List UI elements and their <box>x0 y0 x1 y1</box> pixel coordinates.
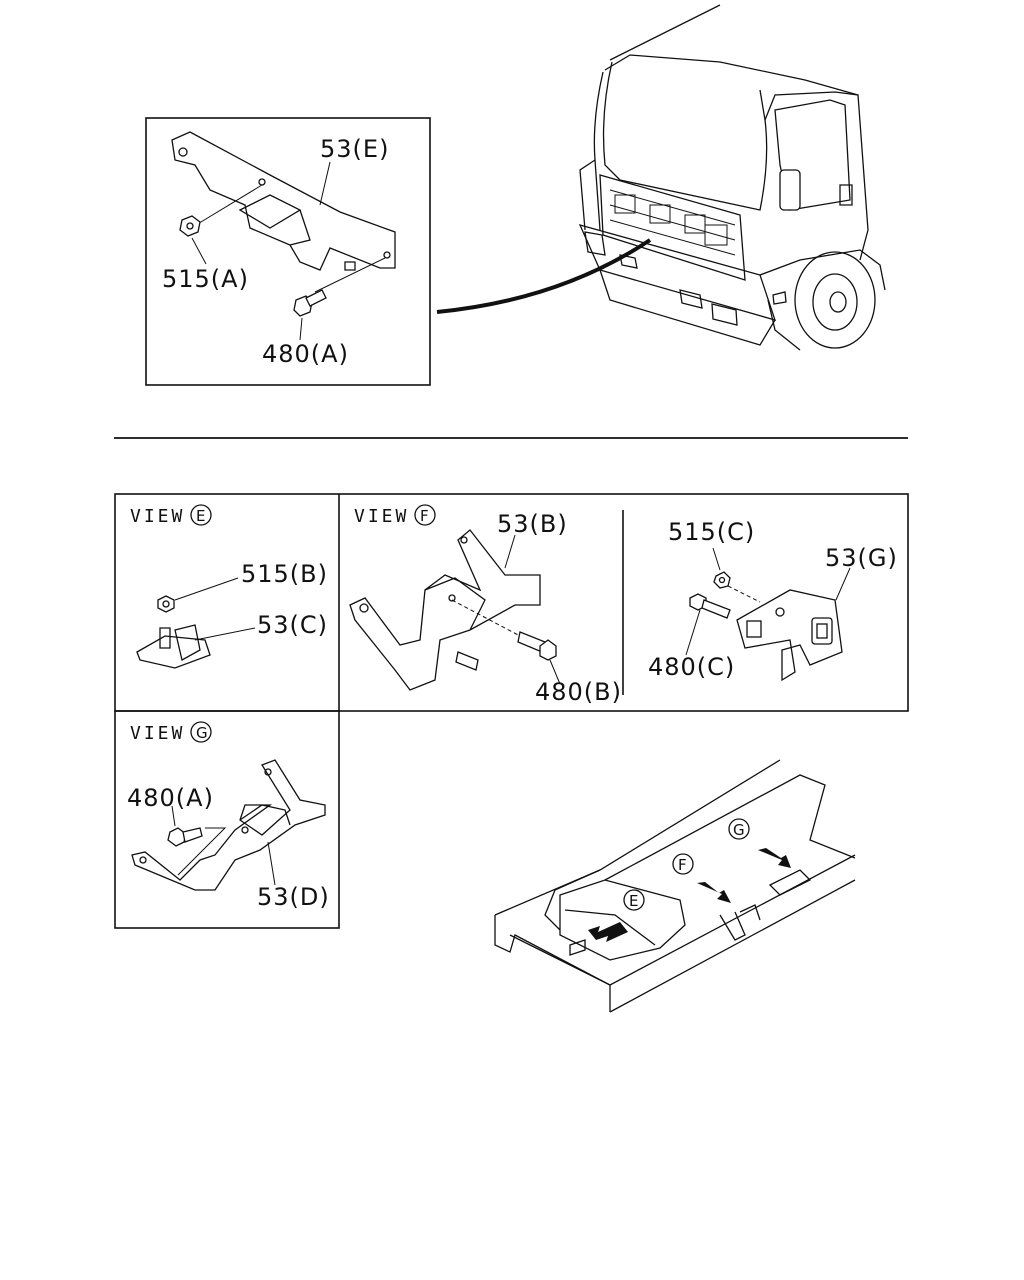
frame-marker-g: G <box>733 821 745 839</box>
chassis-frame-illustration <box>494 759 856 1013</box>
bolt-480b-drawing <box>451 599 557 661</box>
view-e-title: VIEW <box>130 506 185 527</box>
label-480a-view-g: 480(A) <box>127 784 214 812</box>
nut-515c-drawing <box>713 571 761 603</box>
bolt-480a-view-g-drawing <box>167 827 227 876</box>
bracket-53g-drawing <box>736 589 843 682</box>
bracket-53b-drawing <box>349 529 541 691</box>
label-480a-top: 480(A) <box>262 340 349 368</box>
view-g-box <box>114 710 340 929</box>
label-53c: 53(C) <box>257 611 328 639</box>
nut-515a-drawing <box>179 215 201 237</box>
bracket-53e-drawing <box>171 131 396 293</box>
label-53g: 53(G) <box>825 544 898 572</box>
label-515a: 515(A) <box>162 265 249 293</box>
view-g-marker: G <box>196 724 208 742</box>
view-f-title: VIEW <box>354 506 409 527</box>
label-515b: 515(B) <box>241 560 328 588</box>
view-e-circle-marker <box>190 504 212 526</box>
views-upper-row <box>114 493 909 712</box>
view-e-marker: E <box>196 507 205 525</box>
label-480b: 480(B) <box>535 678 622 706</box>
bolt-480a-drawing <box>293 289 327 317</box>
bracket-53c-drawing <box>136 624 211 669</box>
view-g-circle-marker <box>190 721 212 743</box>
view-f-circle-marker <box>414 504 436 526</box>
label-53d: 53(D) <box>257 883 330 911</box>
label-53b: 53(B) <box>497 510 568 538</box>
view-g-title: VIEW <box>130 723 185 744</box>
view-f-marker: F <box>420 507 429 525</box>
label-53e: 53(E) <box>320 135 389 163</box>
truck-cab-illustration <box>436 4 886 351</box>
frame-marker-e: E <box>629 892 638 910</box>
frame-marker-g-circle <box>728 818 750 840</box>
top-detail-box <box>145 117 431 386</box>
label-515c: 515(C) <box>668 518 755 546</box>
bracket-53d-drawing <box>131 759 326 891</box>
nut-515b-drawing <box>157 595 175 613</box>
frame-marker-f: F <box>678 856 687 874</box>
label-480c: 480(C) <box>648 653 735 681</box>
frame-marker-e-circle <box>623 889 645 911</box>
bolt-480c-drawing <box>689 593 731 619</box>
frame-marker-f-circle <box>672 853 694 875</box>
